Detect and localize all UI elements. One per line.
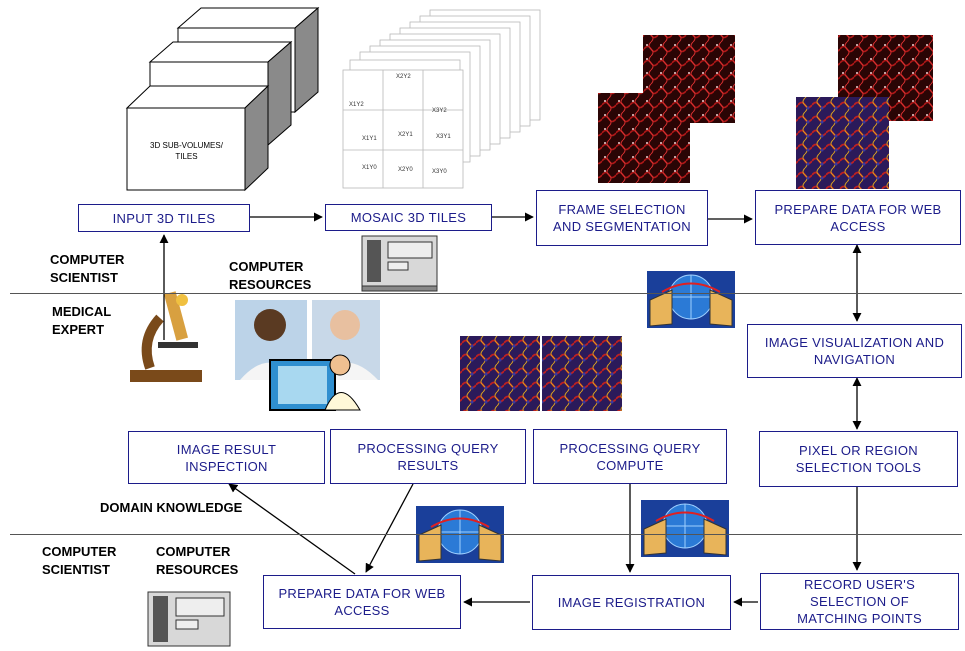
computer-scientist-label-top: COMPUTER SCIENTIST — [50, 252, 125, 285]
frame-selection-box: FRAME SELECTION AND SEGMENTATION — [536, 190, 708, 246]
mosaic-tiles-illustration — [342, 9, 541, 189]
image-result-inspection-box: IMAGE RESULT INSPECTION — [128, 431, 325, 484]
frame-microscopy-images — [598, 35, 735, 183]
image-registration-box: IMAGE REGISTRATION — [532, 575, 731, 630]
network-icon-right — [641, 500, 729, 557]
image-visualization-box: IMAGE VISUALIZATION AND NAVIGATION — [747, 324, 962, 378]
tile-label: X3Y1 — [436, 134, 451, 140]
prepare-data-web-box-bottom: PREPARE DATA FOR WEB ACCESS — [263, 575, 461, 629]
cube-front — [125, 84, 270, 192]
tile-label: X2Y2 — [396, 74, 411, 80]
arrow-prepare-to-inspection — [228, 483, 356, 575]
arrows — [159, 212, 862, 607]
registration-microscopy-images — [460, 336, 622, 411]
separator-top — [10, 293, 962, 294]
network-icon-top — [647, 271, 735, 328]
record-user-selection-box: RECORD USER'S SELECTION OF MATCHING POIN… — [760, 573, 959, 630]
processing-query-compute-box: PROCESSING QUERY COMPUTE — [533, 429, 727, 484]
tile-label: X1Y2 — [349, 102, 364, 108]
tile-label: X1Y1 — [362, 136, 377, 142]
input-3d-tiles-box: INPUT 3D TILES — [78, 204, 250, 232]
computer-scientist-label-bottom: COMPUTER SCIENTIST — [42, 544, 117, 577]
server-icon-top — [361, 235, 438, 292]
microscope-icon — [130, 291, 202, 382]
mosaic-3d-tiles-box: MOSAIC 3D TILES — [325, 204, 492, 231]
web-microscopy-images — [796, 35, 933, 189]
tile-label: X2Y1 — [398, 132, 413, 138]
tile-label: X1Y0 — [362, 165, 377, 171]
cube-stack-illustration — [125, 6, 320, 192]
network-icon-mid — [416, 506, 504, 563]
processing-query-results-box: PROCESSING QUERY RESULTS — [330, 429, 526, 484]
tile-label: X2Y0 — [398, 167, 413, 173]
doctor-cartoon-icon — [269, 354, 361, 411]
computer-resources-label-top: COMPUTER RESOURCES — [229, 259, 312, 292]
separator-bottom — [10, 534, 962, 535]
medical-expert-label: MEDICAL EXPERT — [52, 304, 112, 337]
arrow-results-to-prepare — [365, 483, 414, 573]
tile-label: X3Y0 — [432, 169, 447, 175]
cube-label: 3D SUB-VOLUMES/ TILES — [150, 141, 223, 161]
computer-resources-label-bottom: COMPUTER RESOURCES — [156, 544, 239, 577]
domain-knowledge-label: DOMAIN KNOWLEDGE — [100, 500, 243, 515]
pixel-region-selection-box: PIXEL OR REGION SELECTION TOOLS — [759, 431, 958, 487]
server-icon-bottom — [147, 591, 231, 647]
prepare-data-web-box-top: PREPARE DATA FOR WEB ACCESS — [755, 190, 961, 245]
tile-label: X3Y2 — [432, 108, 447, 114]
